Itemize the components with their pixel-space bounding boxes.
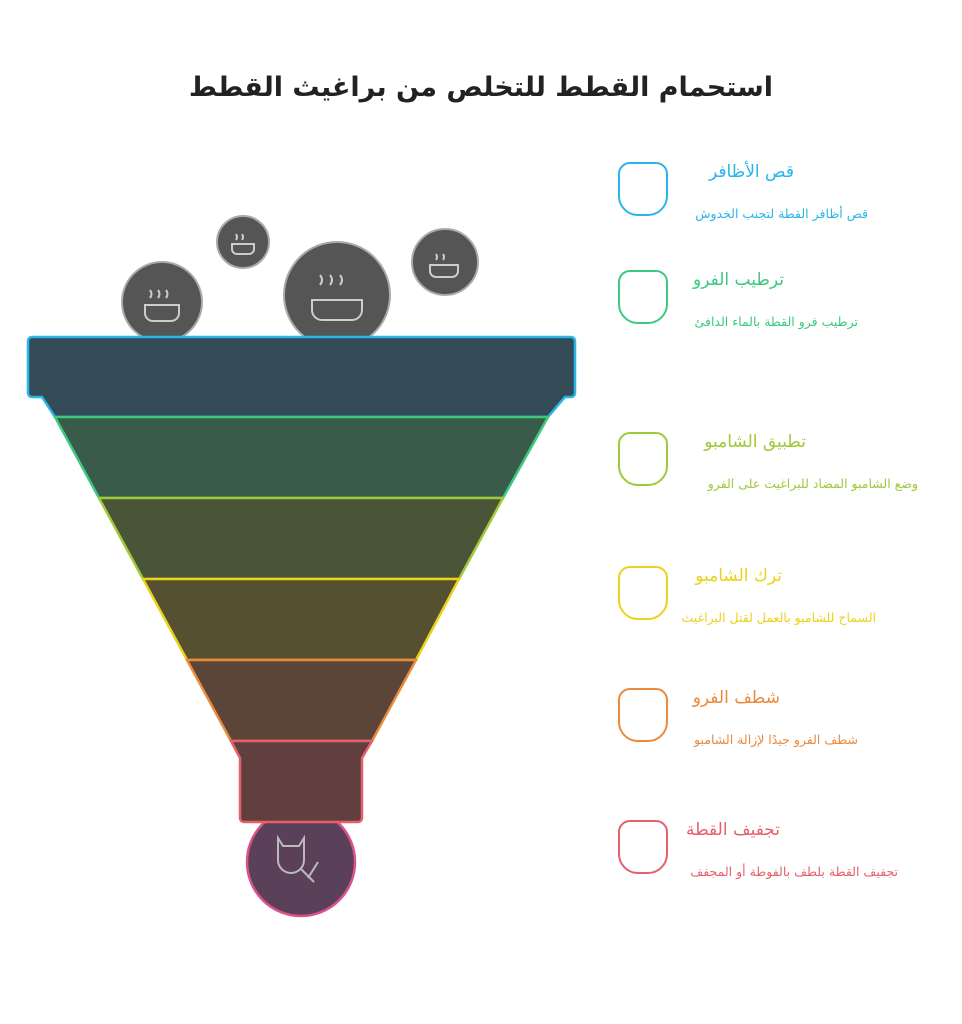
bathtub-icon	[231, 233, 255, 255]
shower-icon	[618, 566, 668, 620]
cat-paw-icon	[618, 162, 668, 216]
step-description: ترطيب فرو القطة بالماء الدافئ	[694, 314, 858, 329]
bath-bubble	[283, 241, 391, 349]
bathtub-icons	[144, 233, 459, 322]
cat-water-bowl-icon	[618, 270, 668, 324]
funnel-outlet	[245, 806, 357, 918]
step-description: السماح للشامبو بالعمل لقتل البراغيث	[681, 610, 876, 625]
bath-bubble	[121, 261, 203, 343]
funnel-top	[26, 335, 577, 419]
step-title: تطبيق الشامبو	[704, 432, 806, 452]
bath-bubble	[411, 228, 479, 296]
cat-no-flea-icon	[277, 834, 319, 883]
step-description: تجفيف القطة بلطف بالفوطة أو المجفف	[690, 864, 898, 879]
funnel-neck	[228, 739, 375, 824]
step-description: وضع الشامبو المضاد للبراغيث على الفرو	[707, 476, 918, 491]
step-title: قص الأظافر	[709, 162, 794, 182]
shampoo-cat-icon	[618, 432, 668, 486]
funnel-band-3	[96, 496, 506, 581]
funnel-band-5	[184, 658, 419, 743]
step-title: تجفيف القطة	[686, 820, 780, 840]
person-dog-icon	[618, 688, 668, 742]
bath-bubble	[216, 215, 270, 269]
step-title: ترك الشامبو	[695, 566, 782, 586]
funnel-band-2	[52, 415, 551, 500]
bath-bubbles	[121, 215, 479, 349]
bathtub-icon	[311, 274, 363, 321]
page-title: استحمام القطط للتخلص من براغيث القطط	[188, 72, 774, 103]
bathtub-icon	[144, 289, 180, 322]
step-title: شطف الفرو	[692, 688, 780, 708]
step-title: ترطيب الفرو	[693, 270, 784, 290]
funnel-band-4	[140, 577, 462, 662]
bathtub-icon	[429, 253, 459, 278]
step-description: قص أظافر القطة لتجنب الخدوش	[695, 206, 868, 221]
person-drying-pet-icon	[618, 820, 668, 874]
step-description: شطف الفرو جيدًا لإزالة الشامبو	[694, 732, 858, 747]
